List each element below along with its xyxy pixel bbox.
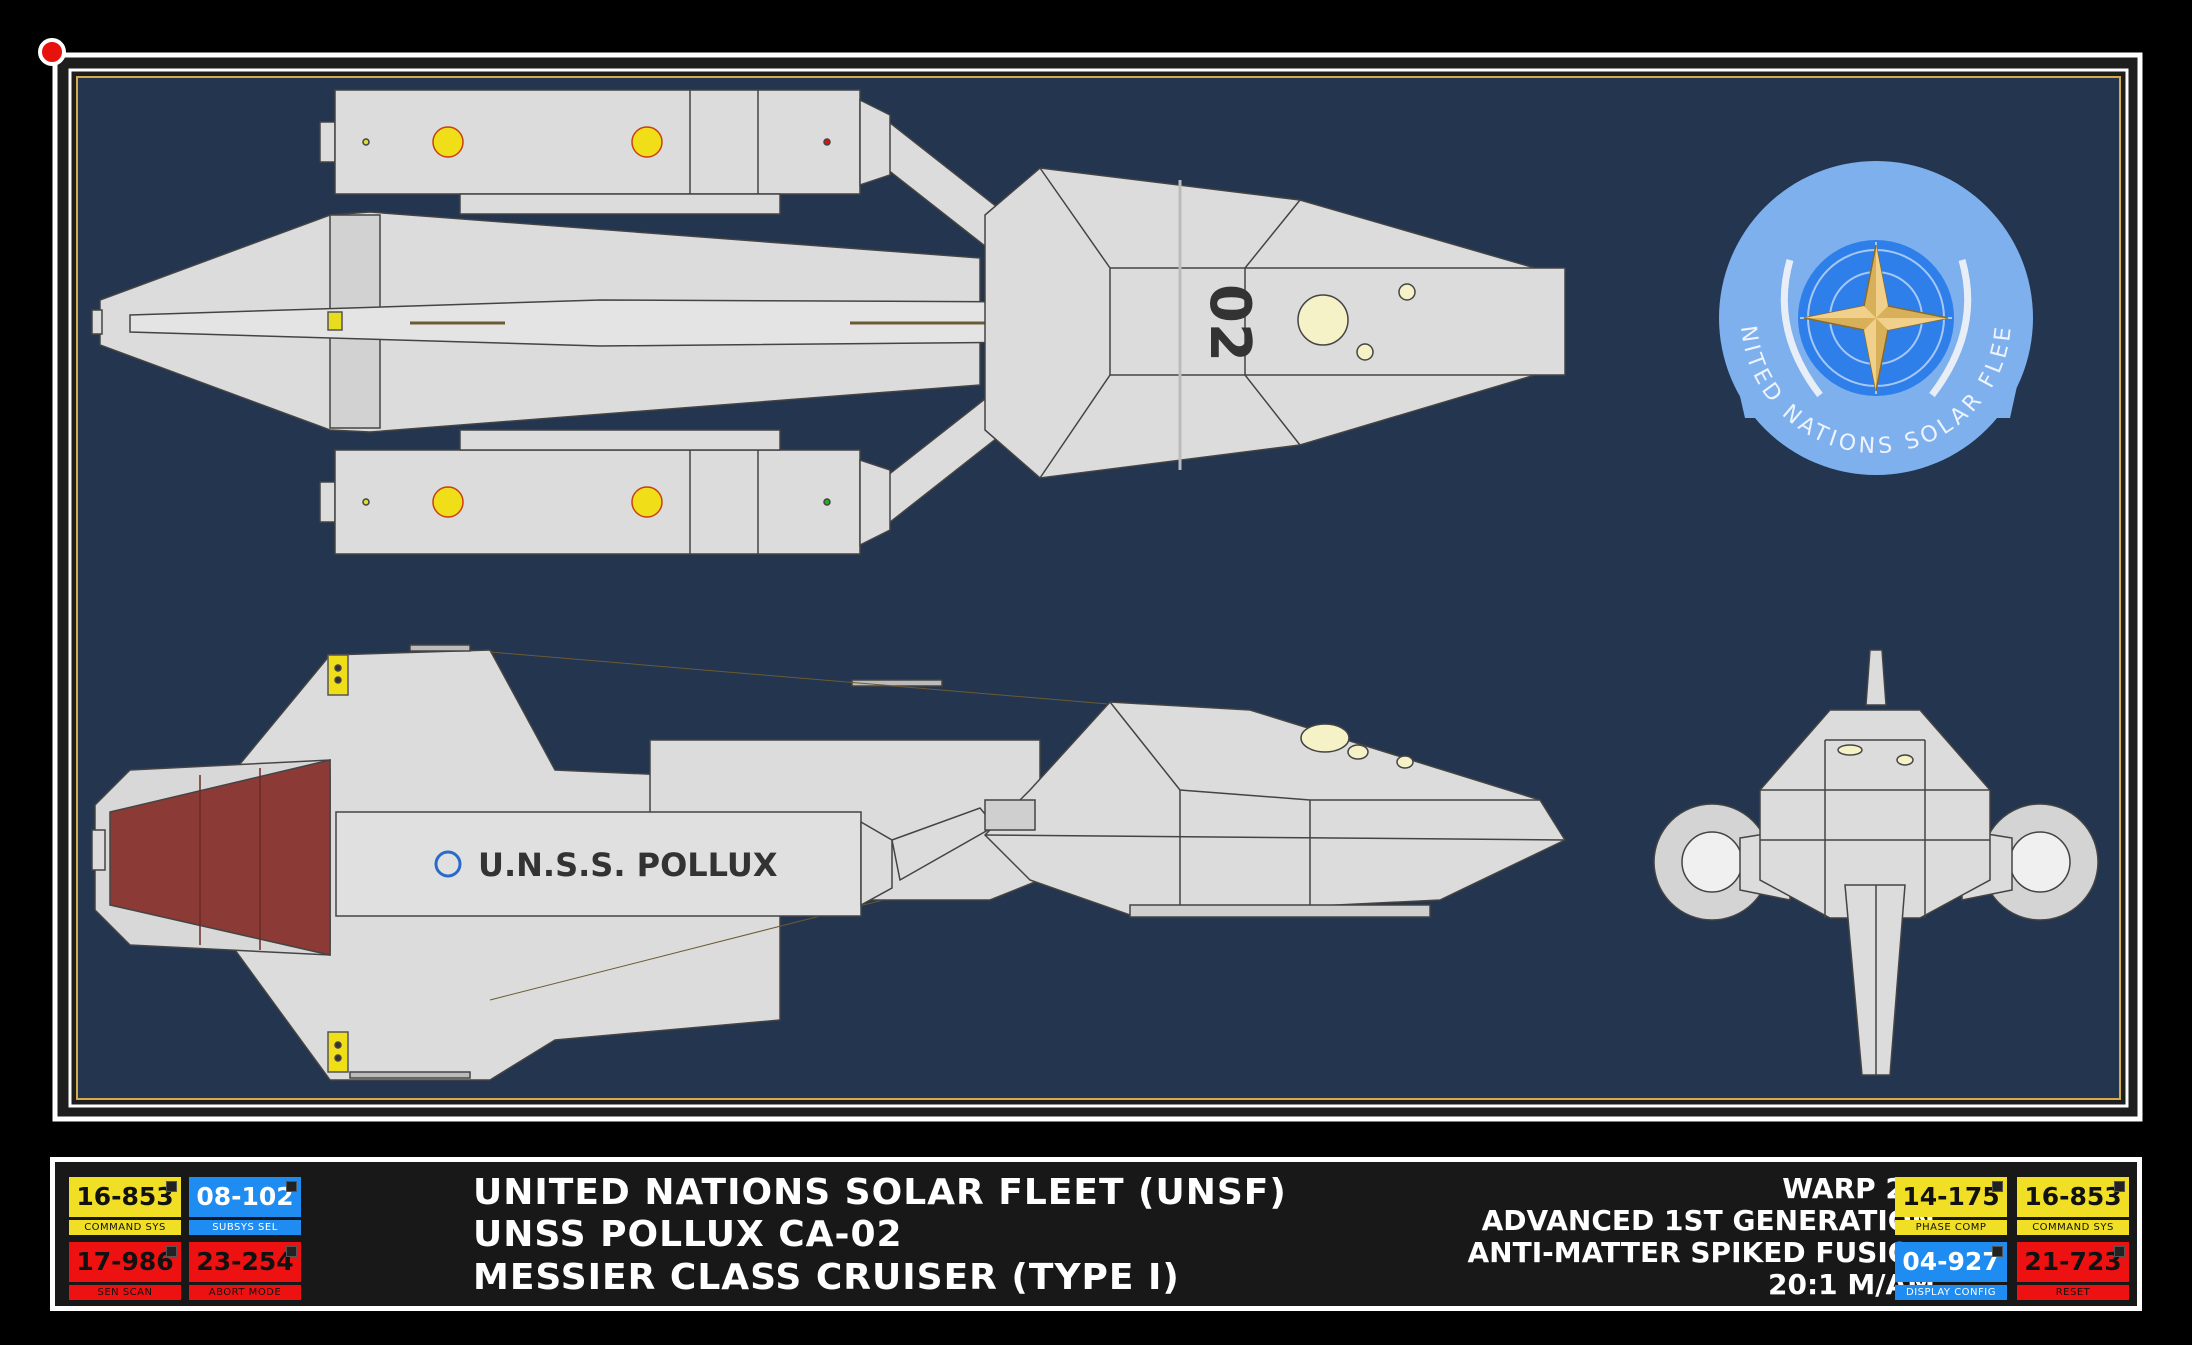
chip-indicator-icon [166, 1181, 177, 1192]
chip-value: 14-175 [1895, 1177, 2007, 1217]
chip-value: 17-986 [69, 1242, 181, 1282]
info-panel: 16-853 COMMAND SYS 08-102 SUBSYS SEL 17-… [50, 1157, 2142, 1311]
front-view [1653, 649, 2099, 1076]
chip-command-sys-left[interactable]: 16-853 COMMAND SYS [69, 1177, 181, 1237]
chip-caption: PHASE COMP [1895, 1220, 2007, 1235]
chip-command-sys-right[interactable]: 16-853 COMMAND SYS [2017, 1177, 2129, 1237]
ship-name-label: U.N.S.S. POLLUX [478, 846, 778, 884]
spec-line-2: ADVANCED 1ST GENERATION [1481, 1204, 1935, 1237]
power-indicator-icon[interactable] [38, 38, 66, 66]
chip-value: 23-254 [189, 1242, 301, 1282]
title-line-3: MESSIER CLASS CRUISER (TYPE I) [473, 1257, 1180, 1298]
chip-value: 21-723 [2017, 1242, 2129, 1282]
title-line-2: UNSS POLLUX CA-02 [473, 1214, 903, 1255]
chip-sen-scan[interactable]: 17-986 SEN SCAN [69, 1242, 181, 1302]
chip-caption: RESET [2017, 1285, 2129, 1300]
chip-reset[interactable]: 21-723 RESET [2017, 1242, 2129, 1302]
chip-abort-mode[interactable]: 23-254 ABORT MODE [189, 1242, 301, 1302]
hull-number: 02 [1197, 284, 1262, 362]
chip-display-config[interactable]: 04-927 DISPLAY CONFIG [1895, 1242, 2007, 1302]
chip-caption: ABORT MODE [189, 1285, 301, 1300]
chip-subsys-sel[interactable]: 08-102 SUBSYS SEL [189, 1177, 301, 1237]
top-view [91, 89, 1566, 555]
spec-line-3: ANTI-MATTER SPIKED FUSION [1467, 1236, 1935, 1269]
chip-caption: COMMAND SYS [69, 1220, 181, 1235]
chip-value: 16-853 [69, 1177, 181, 1217]
spec-line-4: 20:1 M/AM [1767, 1268, 1935, 1301]
chip-indicator-icon [1992, 1181, 2003, 1192]
chip-phase-comp[interactable]: 14-175 PHASE COMP [1895, 1177, 2007, 1237]
side-view [91, 644, 1567, 1081]
spec-line-1: WARP 2.9 [1782, 1172, 1935, 1205]
chip-caption: SUBSYS SEL [189, 1220, 301, 1235]
chip-indicator-icon [286, 1181, 297, 1192]
chip-value: 16-853 [2017, 1177, 2129, 1217]
chip-indicator-icon [166, 1246, 177, 1257]
chip-caption: COMMAND SYS [2017, 1220, 2129, 1235]
chip-value: 08-102 [189, 1177, 301, 1217]
chip-indicator-icon [1992, 1246, 2003, 1257]
chip-value: 04-927 [1895, 1242, 2007, 1282]
chip-indicator-icon [2114, 1181, 2125, 1192]
chip-caption: SEN SCAN [69, 1285, 181, 1300]
chip-caption: DISPLAY CONFIG [1895, 1285, 2007, 1300]
chip-indicator-icon [2114, 1246, 2125, 1257]
title-line-1: UNITED NATIONS SOLAR FLEET (UNSF) [473, 1172, 1287, 1213]
chip-indicator-icon [286, 1246, 297, 1257]
